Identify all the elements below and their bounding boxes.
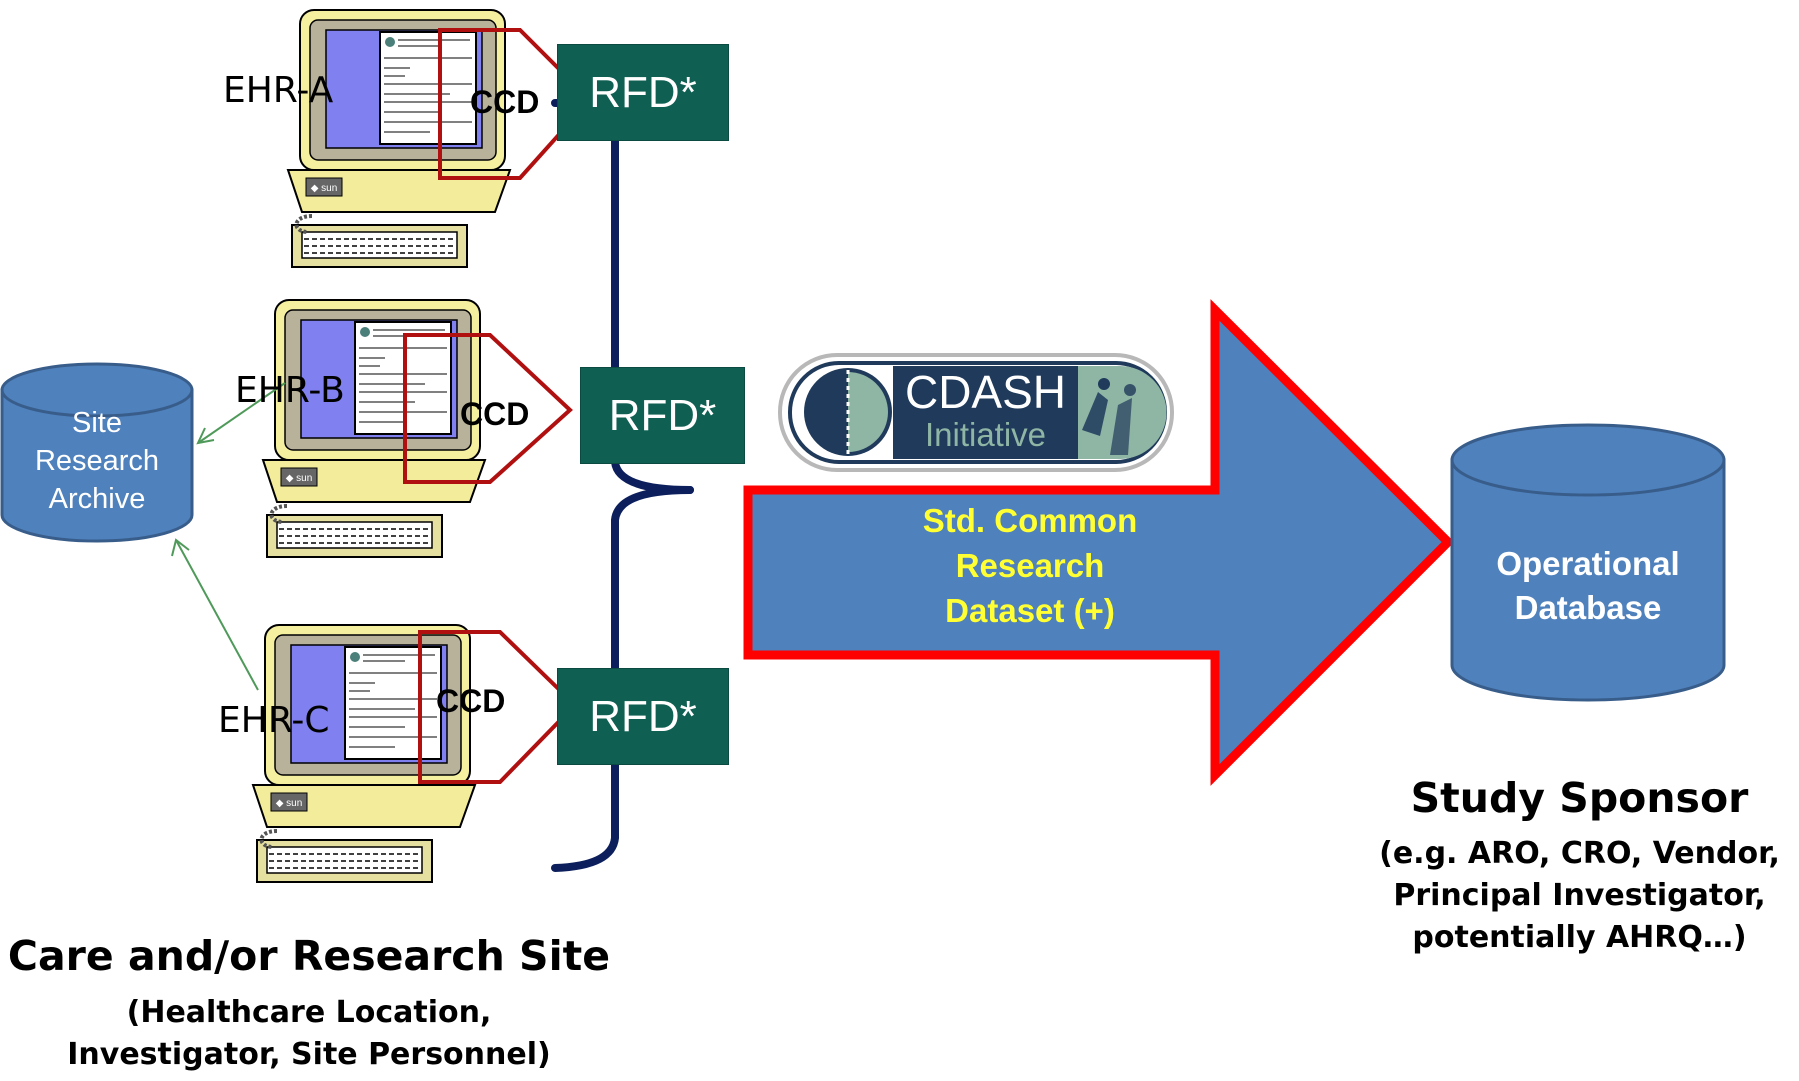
site-archive-line-1: Site — [72, 407, 122, 439]
site-archive-label: Site Research Archive — [2, 404, 192, 518]
big-arrow — [743, 299, 1455, 786]
rfd-box-c: RFD* — [557, 668, 729, 765]
ehr-b-label: EHR-B — [235, 370, 345, 411]
operational-db-line-1: Operational — [1496, 545, 1680, 582]
ccd-outline-a — [438, 28, 593, 180]
ccd-outline-b — [403, 333, 573, 484]
operational-db-label: Operational Database — [1452, 542, 1724, 630]
cdash-logo-title: CDASH — [904, 366, 1067, 418]
rfd-box-a: RFD* — [557, 44, 729, 141]
site-subtitle-line-1: (Healthcare Location, — [126, 995, 492, 1030]
computer-ehr-b — [261, 298, 487, 559]
sponsor-title: Study Sponsor — [1410, 774, 1749, 822]
ccd-label-b: CCD — [460, 396, 530, 432]
operational-db-line-2: Database — [1514, 589, 1662, 626]
sponsor-subtitle-line-3: potentially AHRQ…) — [1412, 920, 1747, 955]
cdash-logo — [778, 353, 1174, 472]
arrow-text-line-2: Research — [955, 547, 1105, 584]
ehr-c-label: EHR-C — [218, 700, 330, 741]
arrow-text-line-1: Std. Common — [922, 502, 1138, 539]
ccd-outline-c — [418, 630, 578, 784]
cdash-logo-subtitle: Initiative — [924, 416, 1047, 453]
site-archive-cylinder — [0, 362, 194, 543]
sponsor-subtitle-line-1: (e.g. ARO, CRO, Vendor, — [1379, 836, 1780, 871]
sponsor-subtitle-line-2: Principal Investigator, — [1393, 878, 1766, 913]
operational-db-cylinder — [1450, 423, 1726, 702]
connector-arrows — [171, 382, 286, 691]
arrow-text: Std. Common Research Dataset (+) — [880, 498, 1180, 633]
arrow-text-line-3: Dataset (+) — [945, 592, 1115, 629]
ccd-label-a: CCD — [470, 84, 540, 120]
site-title: Care and/or Research Site — [7, 932, 611, 980]
ehr-a-label: EHR-A — [223, 70, 334, 111]
site-archive-line-3: Archive — [48, 483, 146, 515]
sponsor-subtitle: (e.g. ARO, CRO, Vendor, Principal Invest… — [1360, 833, 1799, 959]
ccd-label-c: CCD — [436, 683, 506, 719]
rfd-box-b: RFD* — [580, 367, 745, 464]
site-archive-line-2: Research — [34, 445, 160, 477]
computer-ehr-c — [251, 623, 477, 884]
computer-ehr-a — [286, 8, 512, 269]
site-subtitle: (Healthcare Location, Investigator, Site… — [0, 992, 618, 1076]
site-subtitle-line-2: Investigator, Site Personnel) — [67, 1037, 551, 1072]
